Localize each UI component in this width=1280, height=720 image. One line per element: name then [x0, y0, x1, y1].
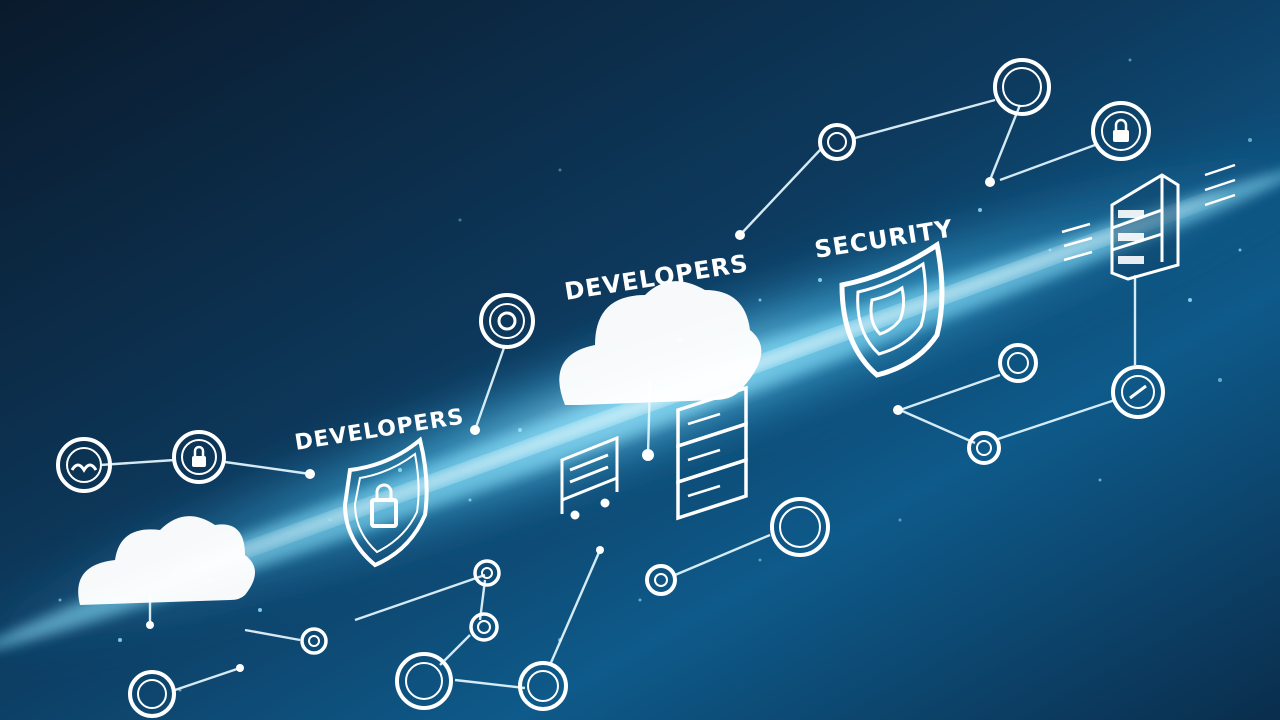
network-node-icon [818, 123, 856, 161]
network-node-icon [967, 431, 1001, 465]
cloud-icon [78, 516, 255, 605]
network-node-icon [56, 437, 112, 493]
network-node-icon [645, 564, 677, 596]
network-node-icon [469, 612, 499, 642]
network-node-icon [479, 293, 535, 349]
network-node-icon [473, 559, 501, 587]
cloud-icon [559, 281, 762, 405]
lock-icon [172, 430, 226, 484]
network-nodes [56, 58, 1165, 718]
network-node-icon [993, 58, 1051, 116]
lock-icon [1091, 101, 1151, 161]
network-node-icon [518, 661, 568, 711]
transfer-arrows-icon [1061, 163, 1236, 262]
shield-lock-icon [342, 436, 429, 568]
network-node-icon [1111, 365, 1165, 419]
junction-dots [146, 177, 995, 672]
connection-lines [99, 98, 1137, 692]
server-rack-icon [1110, 173, 1180, 281]
shield-icon [839, 240, 945, 378]
network-node-icon [300, 627, 328, 655]
network-node-icon [128, 670, 176, 718]
document-tray-icon [560, 435, 619, 520]
network-node-icon [770, 497, 830, 557]
server-rack-icon [676, 385, 748, 521]
network-node-icon [395, 652, 453, 710]
network-node-icon [998, 343, 1038, 383]
particles [58, 58, 1252, 692]
